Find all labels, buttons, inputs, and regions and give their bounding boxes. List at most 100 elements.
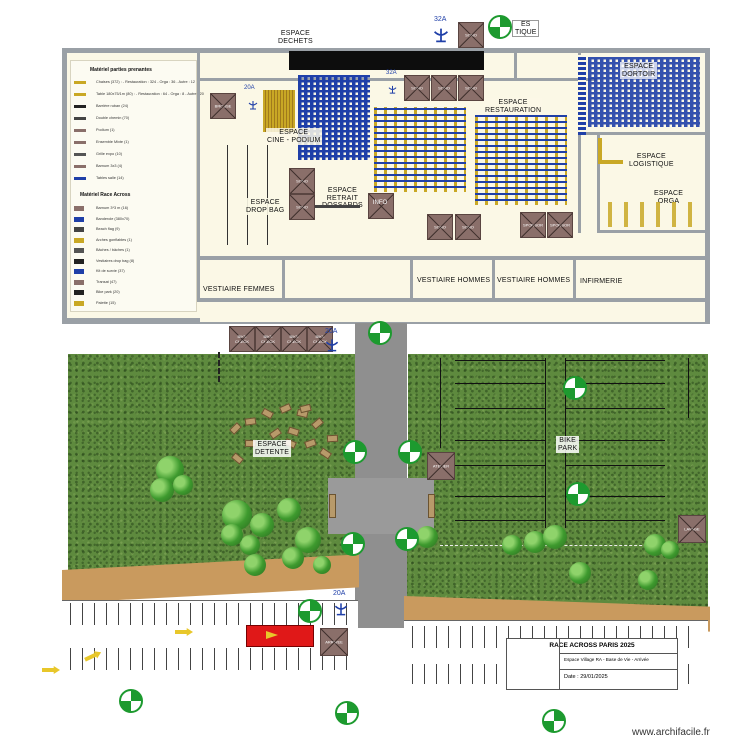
bike-rack-row [565, 383, 665, 384]
booth-lavage: LAVAGE [678, 515, 706, 543]
legend-swatch [74, 129, 86, 132]
parking-stall-line [286, 648, 287, 670]
legend-swatch [74, 141, 86, 144]
legend-item: Barrière ruban (24) [96, 104, 129, 108]
legend-swatch [74, 153, 86, 156]
parking-stall-line [142, 603, 143, 625]
info-label: INFO [372, 200, 388, 206]
parking-stall-line [82, 648, 83, 670]
parking-stall-line [142, 648, 143, 670]
wall-bottom-building [197, 298, 705, 302]
parking-stall-line [130, 603, 131, 625]
booth-sono-2: SONO [431, 75, 457, 101]
parking-stall-line [448, 664, 449, 684]
tree [277, 498, 301, 522]
legend-swatch [74, 237, 84, 243]
first-aid-icon [119, 689, 143, 713]
legend-title-1: Matériel parties prenantes [90, 67, 152, 73]
bus [246, 625, 314, 647]
booth-sono-5: SONO [289, 194, 315, 220]
parking-stall-line [202, 603, 203, 625]
parking-stall-line [496, 664, 497, 684]
parking-stall-line [130, 648, 131, 670]
legend-title-2: Matériel Race Across [80, 192, 131, 198]
booth-bike-check-3: BIKE CHECK [281, 326, 307, 352]
parking-stall-line [274, 648, 275, 670]
legend-swatch [74, 117, 86, 120]
booth-bike-check-2: BIKE CHECK [255, 326, 281, 352]
central-path [355, 323, 407, 628]
parking-stall-line [118, 648, 119, 670]
wall-left-building [197, 53, 200, 298]
parking-stall-line [238, 648, 239, 670]
legend-item: Beach flag (9) [96, 227, 120, 231]
parking-stall-line [214, 648, 215, 670]
parking-stall-line [604, 626, 605, 648]
parking-stall-line [70, 603, 71, 625]
wall-vestiaire-2 [410, 258, 413, 300]
legend-item: Grille expo (10) [96, 152, 122, 156]
title-block: RACE ACROSS PARIS 2025 Espace Village RA… [506, 638, 678, 690]
power-label-mid: 20A [325, 328, 338, 335]
parking-stall-line [448, 626, 449, 648]
room-label-vestiaire-hommes-2: VESTIAIRE HOMMES [497, 277, 571, 284]
parking-stall-line [412, 664, 413, 684]
parking-stall-line [592, 626, 593, 648]
title-block-date: Date : 29/01/2025 [564, 674, 608, 680]
tree [221, 524, 243, 546]
parking-stall-line [484, 664, 485, 684]
title-block-subtitle: Espace Village RA - Base de Vie - Arrivé… [564, 657, 649, 662]
parking-stall-line [334, 603, 335, 625]
power-outlet-icon [433, 27, 449, 43]
legend-item: Ensemble Mixte (1) [96, 140, 129, 144]
parking-stall-line [424, 664, 425, 684]
parking-stall-line [688, 664, 689, 684]
legend-item: Transat (47) [96, 279, 117, 284]
legend-item: Kit de survie (37) [96, 269, 125, 273]
parking-stall-line [652, 626, 653, 648]
booth-sono-4: SONO [289, 168, 315, 194]
tree [173, 475, 193, 495]
parking-stall-line [436, 626, 437, 648]
parking-stall-line [436, 664, 437, 684]
bike-rack-row [455, 440, 545, 441]
parking-stall-line [238, 603, 239, 625]
first-aid-icon [343, 440, 367, 464]
legend-swatch [74, 258, 84, 264]
parking-stall-line [544, 626, 545, 648]
legend-swatch [74, 248, 84, 253]
power-label-resto: 32A [386, 70, 397, 76]
bike-rack-row [455, 408, 545, 409]
resto-tables-1 [374, 107, 466, 192]
parking-stall-line [154, 603, 155, 625]
parking-stall-line [214, 603, 215, 625]
parking-stall-line [424, 626, 425, 648]
tree [524, 531, 546, 553]
legend-swatch [74, 165, 86, 168]
parking-stall-line [520, 626, 521, 648]
booth-sponsor-1: SPONSOR [520, 212, 546, 238]
parking-stall-line [166, 603, 167, 625]
bike-rack-row [565, 440, 665, 441]
legend-swatch [74, 177, 86, 180]
title-block-title: RACE ACROSS PARIS 2025 [549, 642, 635, 649]
parking-stall-line [568, 626, 569, 648]
tree [240, 535, 260, 555]
parking-stall-line [250, 603, 251, 625]
legend-item: Chaises (372) : - Restauration : 324 - O… [96, 80, 195, 84]
power-outlet-icon [325, 338, 339, 352]
tree [313, 556, 331, 574]
parking-stall-line [616, 626, 617, 648]
legend-swatch [74, 227, 84, 232]
booth-sono-1: SONO [404, 75, 430, 101]
detente-fence-left [218, 352, 220, 382]
room-label-dropbag: ESPACE DROP BAG [245, 198, 286, 216]
parking-stall-line [166, 648, 167, 670]
arrow-parking-3 [42, 666, 60, 674]
dropbag-racks [217, 145, 285, 245]
bench [329, 494, 336, 518]
transat [326, 434, 339, 443]
arrow-parking-1 [175, 628, 193, 636]
tree [661, 541, 679, 559]
entrance-plaza [200, 302, 705, 322]
